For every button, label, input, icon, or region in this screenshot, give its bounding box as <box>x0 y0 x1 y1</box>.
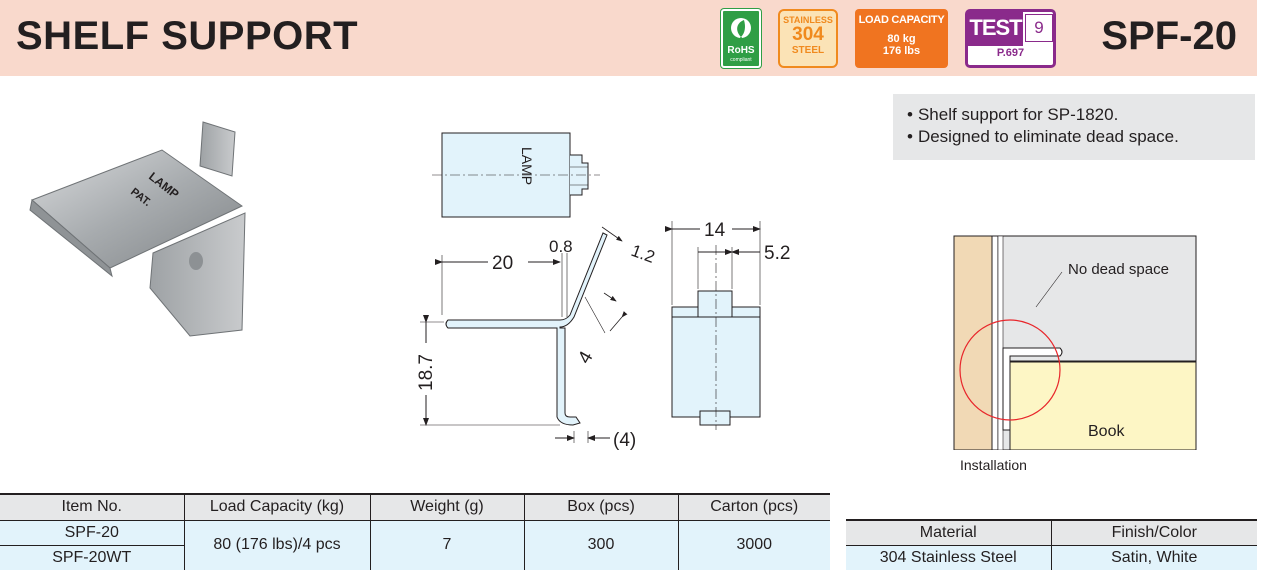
feature-item: Shelf support for SP-1820. <box>907 104 1255 126</box>
product-photo: LAMP PAT. <box>29 121 246 337</box>
col-material: Material <box>846 519 1052 546</box>
technical-drawing: LAMP 20 0.8 1.2 4 18.7 (4) <box>416 132 790 451</box>
stainless-badge: STAINLESS 304 STEEL <box>778 9 838 68</box>
col-item-no: Item No. <box>0 493 185 521</box>
table-header-row: Item No. Load Capacity (kg) Weight (g) B… <box>0 493 830 521</box>
installation-callout: No dead space <box>1068 261 1169 278</box>
drawing-stamp-lamp: LAMP <box>519 147 535 185</box>
dim-width-total: 20 <box>492 253 513 274</box>
test-badge: TEST 9 P.697 <box>965 9 1056 68</box>
rohs-label: RoHS <box>727 45 755 56</box>
item-no-cell: SPF-20 <box>0 520 185 546</box>
dim-thickness: 0.8 <box>549 237 573 256</box>
dim-hook: (4) <box>613 430 636 451</box>
weight-cell: 7 <box>369 520 525 570</box>
table-row: SPF-20WT <box>0 545 830 570</box>
dim-height: 18.7 <box>416 354 437 391</box>
dim-tab: 4 <box>574 347 598 367</box>
stainless-grade: 304 <box>792 24 824 45</box>
load-capacity-badge: LOAD CAPACITY 80 kg 176 lbs <box>855 9 948 68</box>
col-box: Box (pcs) <box>523 493 679 521</box>
col-weight: Weight (g) <box>369 493 525 521</box>
table-row: SPF-20 80 (176 lbs)/4 pcs 7 300 3000 <box>0 520 830 570</box>
dim-side-width: 14 <box>704 220 726 241</box>
header-bar: SHELF SUPPORT RoHS compliant STAINLESS 3… <box>0 0 1257 76</box>
material-table: Material Finish/Color 304 Stainless Stee… <box>846 519 1257 570</box>
installation-book-label: Book <box>1088 423 1125 440</box>
front-view: 14 5.2 <box>665 220 790 430</box>
model-number: SPF-20 <box>1101 14 1237 58</box>
test-label: TEST <box>968 12 1023 46</box>
rohs-sublabel: compliant <box>730 57 752 63</box>
installation-caption: Installation <box>960 457 1027 473</box>
top-view: LAMP <box>432 132 600 218</box>
stainless-label: STAINLESS <box>783 15 833 25</box>
carton-cell: 3000 <box>677 520 830 570</box>
col-carton: Carton (pcs) <box>677 493 830 521</box>
installation-diagram: No dead space Book <box>953 235 1197 450</box>
col-finish: Finish/Color <box>1050 519 1257 546</box>
feature-list: Shelf support for SP-1820. Designed to e… <box>893 94 1255 160</box>
feature-item: Designed to eliminate dead space. <box>907 126 1255 148</box>
item-spec-table: Item No. Load Capacity (kg) Weight (g) B… <box>0 493 830 570</box>
load-capacity-heading: LOAD CAPACITY <box>858 14 945 26</box>
table-row: 304 Stainless Steel Satin, White <box>846 545 1257 570</box>
test-number: 9 <box>1025 14 1053 42</box>
col-load-capacity: Load Capacity (kg) <box>183 493 371 521</box>
dim-bend-radius: 1.2 <box>629 241 658 267</box>
dim-side-tab: 5.2 <box>764 243 790 264</box>
load-capacity-cell: 80 (176 lbs)/4 pcs <box>183 520 371 570</box>
page-title: SHELF SUPPORT <box>16 14 359 58</box>
leaf-icon <box>731 18 751 41</box>
item-no-cell: SPF-20WT <box>0 545 184 570</box>
load-capacity-lbs: 176 lbs <box>882 45 921 57</box>
rohs-badge: RoHS compliant <box>721 9 761 68</box>
load-capacity-kg: 80 kg <box>887 33 916 45</box>
test-page: P.697 <box>996 47 1025 59</box>
box-cell: 300 <box>523 520 679 570</box>
stainless-material: STEEL <box>791 45 825 56</box>
finish-cell: Satin, White <box>1050 545 1257 570</box>
material-cell: 304 Stainless Steel <box>846 545 1052 570</box>
table-header-row: Material Finish/Color <box>846 519 1257 546</box>
side-profile-view: 20 0.8 1.2 4 18.7 (4) <box>416 226 658 451</box>
